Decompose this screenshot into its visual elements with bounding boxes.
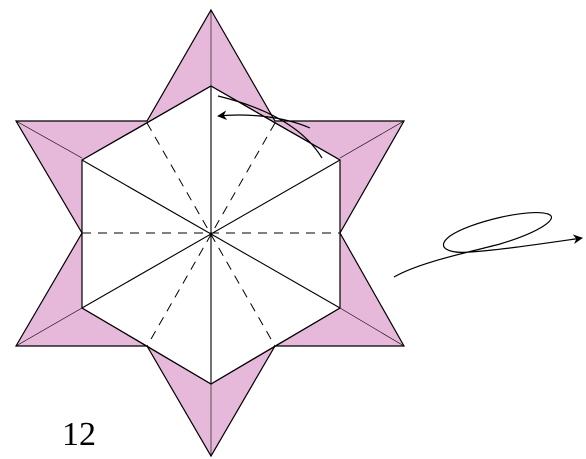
step-number: 12 (62, 418, 96, 452)
turn-over-arrow (394, 213, 582, 277)
